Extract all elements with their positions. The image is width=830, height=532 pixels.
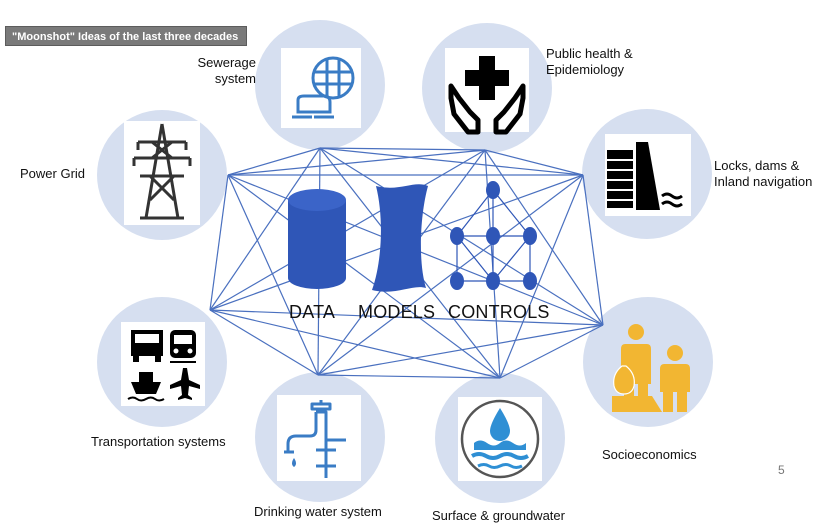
data-label: DATA (289, 302, 336, 322)
mesh-link (227, 174, 501, 379)
mesh-link (499, 324, 604, 379)
mesh-link (227, 147, 321, 176)
surface-groundwater-label: Surface & groundwater (432, 508, 565, 523)
mesh-link (319, 147, 486, 151)
locks-label: Locks, dams & Inland navigation (714, 158, 813, 189)
drinking-water-label: Drinking water system (254, 504, 382, 519)
transportation-label: Transportation systems (91, 434, 226, 449)
people-money-icon (612, 324, 690, 412)
controls-label: CONTROLS (448, 302, 550, 322)
socioeconomics-label: Socioeconomics (602, 447, 697, 462)
mesh-link (227, 174, 319, 376)
sewerage-label: Sewerage system (197, 55, 256, 86)
mesh-link (484, 149, 584, 176)
data-cylinder-icon (288, 189, 346, 289)
mesh-link (209, 309, 319, 376)
page-number: 5 (778, 463, 785, 477)
transportation-icon (121, 322, 205, 406)
mesh-link (317, 174, 584, 376)
mesh-link (582, 174, 604, 326)
slide-title-badge: "Moonshot" Ideas of the last three decad… (5, 26, 247, 46)
public-health-icon (445, 48, 529, 135)
mesh-link (209, 149, 486, 311)
power-grid-label: Power Grid (20, 166, 86, 181)
controls-graph-icon (450, 181, 537, 290)
power-tower-icon (124, 121, 200, 225)
mesh-link (209, 309, 604, 326)
dam-icon (605, 134, 691, 216)
models-wave-icon (372, 184, 428, 292)
mesh-link (317, 374, 501, 379)
public-health-label: Public health & Epidemiology (546, 46, 633, 77)
mesh-link (209, 309, 501, 379)
mesh-link (499, 174, 584, 379)
mesh-link (484, 149, 604, 326)
sewerage-icon (281, 48, 361, 128)
mesh-link (227, 149, 486, 176)
faucet-icon (277, 395, 361, 481)
mesh-link (317, 324, 604, 376)
water-drop-icon (458, 397, 542, 481)
models-label: MODELS (358, 302, 436, 322)
mesh-link (209, 174, 229, 311)
mesh-link (319, 147, 584, 176)
